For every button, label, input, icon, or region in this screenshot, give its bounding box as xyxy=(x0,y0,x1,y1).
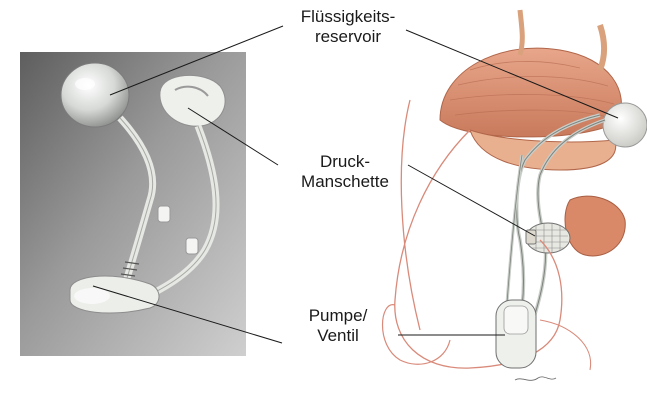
illustration-reservoir xyxy=(603,103,647,147)
label-cuff-line1: Druck- xyxy=(275,152,415,172)
label-pump-line1: Pumpe/ xyxy=(283,306,393,326)
anatomy-illustration xyxy=(383,10,647,380)
label-cuff: Druck- Manschette xyxy=(275,152,415,192)
device-photo xyxy=(20,52,246,356)
label-reservoir-line2: reservoir xyxy=(283,27,413,47)
label-cuff-line2: Manschette xyxy=(275,172,415,192)
label-pump: Pumpe/ Ventil xyxy=(283,306,393,346)
label-reservoir-line1: Flüssigkeits- xyxy=(283,7,413,27)
label-reservoir: Flüssigkeits- reservoir xyxy=(283,7,413,47)
label-pump-line2: Ventil xyxy=(283,326,393,346)
photo-reservoir-ball xyxy=(61,63,129,127)
illustrator-signature xyxy=(515,377,556,380)
